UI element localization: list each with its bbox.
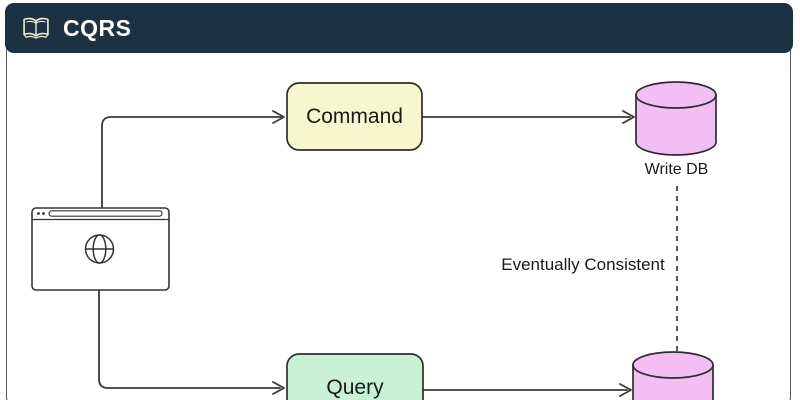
page-title: CQRS — [63, 14, 132, 41]
open-book-icon — [21, 15, 51, 41]
query-label: Query — [326, 375, 384, 399]
browser-window — [31, 207, 170, 291]
header-bar: CQRS — [5, 3, 793, 53]
globe-icon — [84, 234, 115, 264]
diagram-frame — [6, 6, 791, 400]
write-db-cylinder — [635, 81, 717, 156]
arrowhead-icon — [619, 383, 632, 397]
read-db-cylinder — [632, 351, 714, 400]
browser-dot-icon — [37, 212, 40, 215]
query-node — [286, 353, 424, 400]
eventually-consistent-label: Eventually Consistent — [501, 255, 665, 274]
write-db-label: Write DB — [644, 161, 709, 178]
arrowhead-icon — [272, 381, 285, 395]
edge-query-to-readdb — [422, 383, 632, 397]
arrowhead-icon — [622, 110, 635, 124]
command-label: Command — [306, 104, 403, 128]
browser-address-bar — [48, 210, 163, 217]
edge-browser-to-command — [101, 110, 285, 209]
edge-browser-to-query — [98, 289, 285, 395]
edge-command-to-writedb — [421, 110, 635, 124]
browser-dot-icon — [42, 212, 45, 215]
command-node — [286, 82, 423, 151]
arrowhead-icon — [272, 110, 285, 124]
